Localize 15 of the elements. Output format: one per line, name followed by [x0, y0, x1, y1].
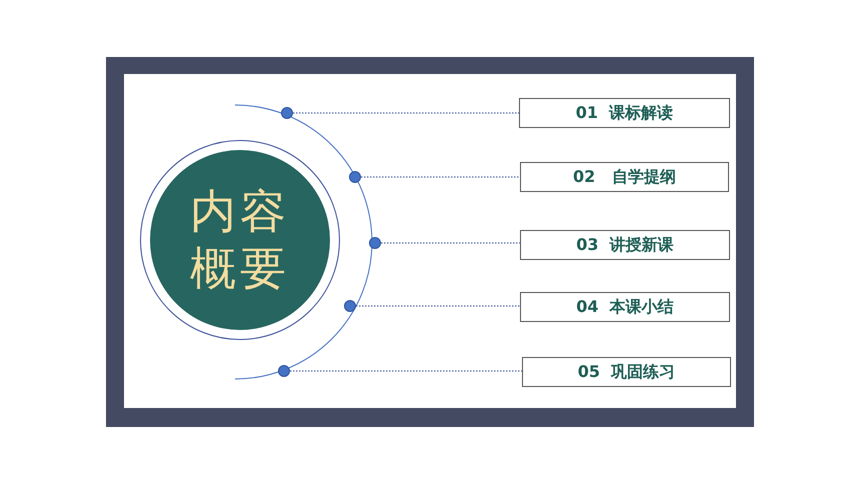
title-text: 内容概要 [189, 182, 291, 297]
menu-item-box [520, 230, 730, 260]
menu-item-label: 04 本课小结 [576, 296, 674, 318]
menu-item-box [520, 162, 729, 192]
menu-item-box [519, 98, 730, 128]
dotted-connector [360, 176, 520, 178]
menu-item-box [520, 292, 730, 322]
menu-item-label: 03 讲授新课 [576, 234, 674, 256]
menu-item-label: 02 自学提纲 [573, 166, 676, 188]
menu-item-label: 05 巩固练习 [578, 362, 676, 382]
dotted-connector [292, 112, 520, 114]
menu-item-label: 01 课标解读 [576, 102, 674, 124]
dotted-connector [380, 242, 520, 244]
dotted-connector [290, 370, 522, 372]
menu-item-box [522, 357, 731, 387]
